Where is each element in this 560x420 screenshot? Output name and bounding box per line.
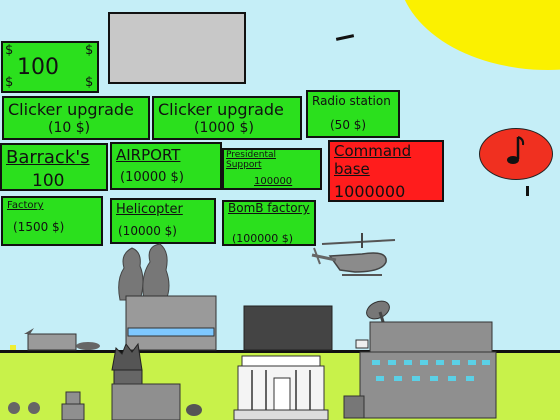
- button-name: BomB factory: [228, 201, 310, 215]
- clicker-upgrade-2-button[interactable]: Clicker upgrade (1000 $): [152, 96, 302, 140]
- factory-button[interactable]: Factory (1500 $): [1, 196, 103, 246]
- barracks-button[interactable]: Barrack's 100: [0, 143, 108, 191]
- currency-symbol: $: [5, 43, 14, 58]
- currency-symbol: $: [85, 75, 94, 90]
- button-name: Presidental Support: [226, 150, 276, 170]
- sun-drip: [526, 186, 529, 196]
- bomb-factory-button[interactable]: BomB factory (100000 $): [222, 200, 316, 246]
- presidential-support-button[interactable]: Presidental Support 100000: [222, 148, 322, 190]
- button-price: 1000000: [334, 182, 406, 201]
- money-amount: 100: [17, 55, 59, 80]
- button-name: AIRPORT: [116, 146, 181, 164]
- button-name: Factory: [7, 200, 44, 211]
- button-price: (1500 $): [13, 220, 65, 234]
- airport-button[interactable]: AIRPORT (10000 $): [110, 142, 222, 190]
- currency-symbol: $: [85, 43, 94, 58]
- helicopter-sprite: [311, 233, 396, 276]
- button-price: (10000 $): [118, 224, 177, 238]
- button-price: (10 $): [48, 120, 91, 136]
- money-counter: $ $ $ $ 100: [1, 41, 99, 93]
- clicker-upgrade-1-button[interactable]: Clicker upgrade (10 $): [2, 96, 150, 140]
- radio-station-button[interactable]: Radio station (50 $): [306, 90, 400, 138]
- helicopter-button[interactable]: Helicopter (10000 $): [110, 198, 216, 244]
- button-price: (100000 $): [232, 232, 294, 245]
- currency-symbol: $: [5, 75, 14, 90]
- button-name: Helicopter: [116, 202, 183, 217]
- command-base-button[interactable]: Command base 1000000: [328, 140, 444, 202]
- button-price: 100: [32, 171, 65, 191]
- button-price: (1000 $): [194, 120, 254, 136]
- button-price: (50 $): [330, 118, 367, 132]
- button-name: Command base: [334, 142, 412, 178]
- music-toggle-button[interactable]: [479, 128, 553, 180]
- button-price: (10000 $): [120, 170, 184, 185]
- button-name: Clicker upgrade: [158, 100, 284, 119]
- horizon-line: [0, 350, 560, 353]
- button-name: Barrack's: [6, 147, 90, 168]
- display-screen: [108, 12, 246, 84]
- music-note-icon: [507, 136, 525, 164]
- factory-smoke: [118, 243, 170, 301]
- button-price: 100000: [254, 176, 293, 187]
- button-name: Clicker upgrade: [8, 100, 134, 119]
- button-name: Radio station: [312, 94, 391, 108]
